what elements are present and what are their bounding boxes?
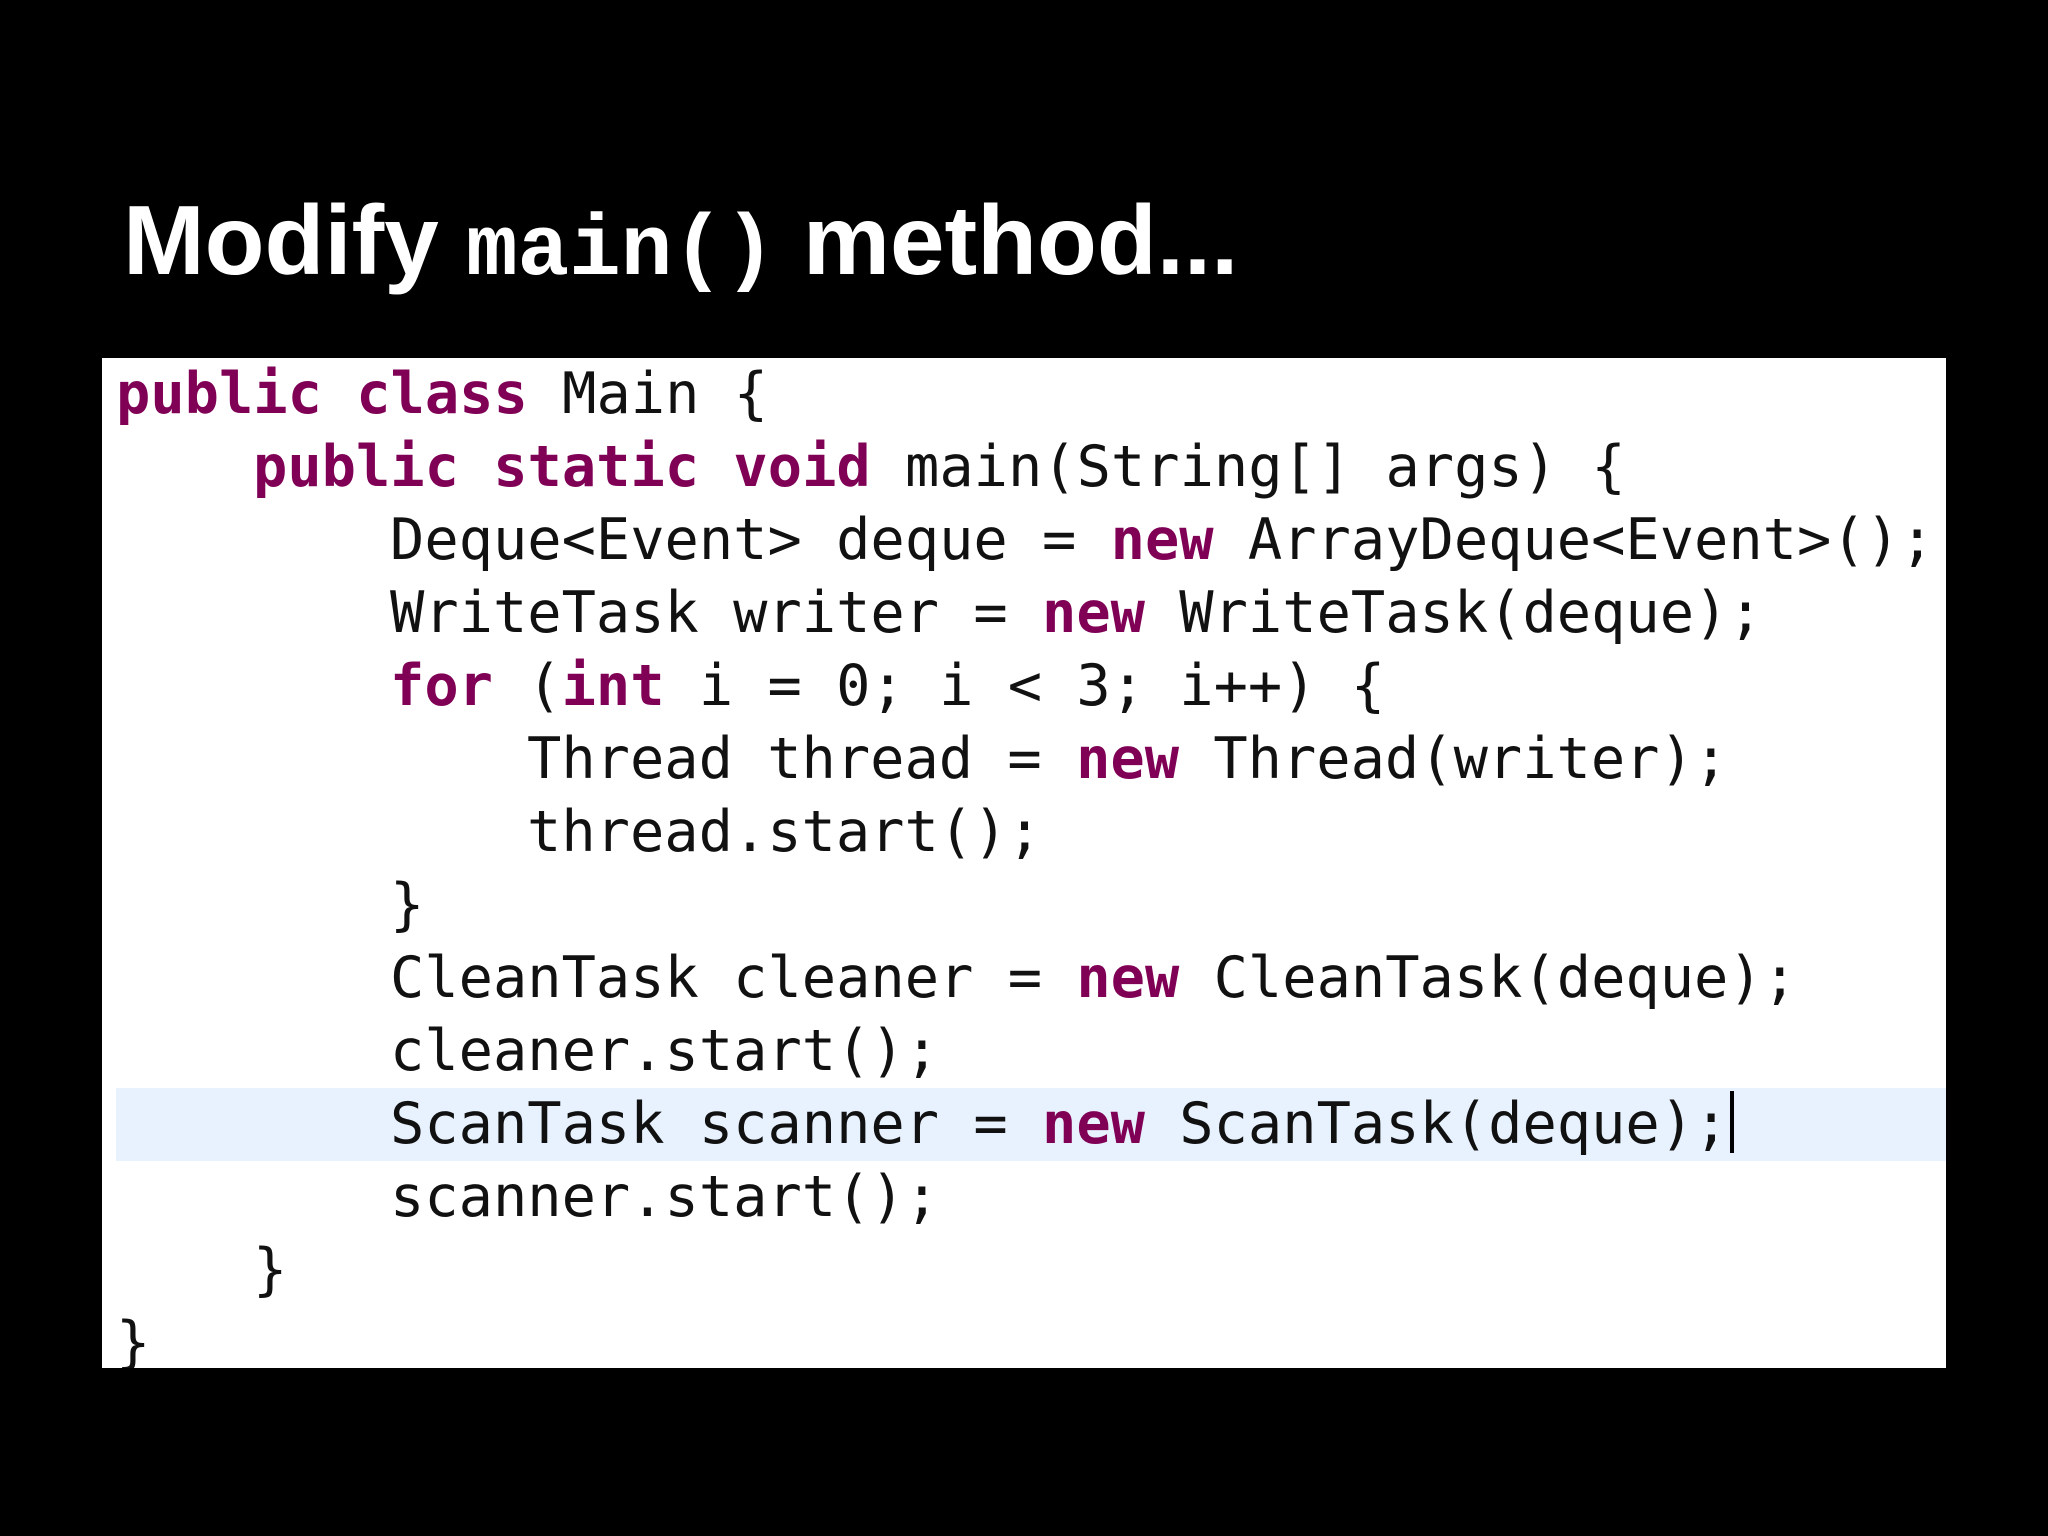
- code-keyword: new: [1042, 1091, 1145, 1157]
- code-token: i = 0; i < 3; i++) {: [664, 653, 1386, 719]
- code-token: ScanTask(deque);: [1144, 1091, 1729, 1157]
- code-text: thread.start();: [527, 796, 1042, 869]
- slide-title: Modify main() method...: [123, 175, 1238, 316]
- code-line[interactable]: Deque<Event> deque = new ArrayDeque<Even…: [102, 504, 1946, 577]
- code-line[interactable]: scanner.start();: [102, 1161, 1946, 1234]
- code-line[interactable]: Thread thread = new Thread(writer);: [102, 723, 1946, 796]
- code-token: }: [116, 1310, 151, 1368]
- title-suffix: method...: [775, 185, 1239, 295]
- code-token: scanner.start();: [390, 1164, 940, 1230]
- code-line[interactable]: CleanTask cleaner = new CleanTask(deque)…: [102, 942, 1946, 1015]
- code-token: CleanTask cleaner =: [390, 945, 1077, 1011]
- code-keyword: new: [1042, 580, 1145, 646]
- code-line[interactable]: }: [102, 1234, 1946, 1307]
- code-text: }: [253, 1234, 287, 1307]
- code-keyword: for: [390, 653, 493, 719]
- title-code: main(): [465, 202, 776, 300]
- code-line[interactable]: }: [102, 1307, 1946, 1368]
- code-keyword: new: [1110, 507, 1214, 573]
- code-token: WriteTask writer =: [390, 580, 1043, 646]
- code-text: scanner.start();: [390, 1161, 939, 1234]
- code-token: (: [492, 653, 562, 719]
- code-keyword: new: [1076, 945, 1180, 1011]
- code-line-current[interactable]: ScanTask scanner = new ScanTask(deque);: [116, 1088, 1946, 1161]
- code-keyword: public class: [116, 361, 528, 427]
- code-token: CleanTask(deque);: [1179, 945, 1798, 1011]
- code-line[interactable]: thread.start();: [102, 796, 1946, 869]
- code-text: public static void main(String[] args) {: [253, 431, 1626, 504]
- code-line[interactable]: }: [102, 869, 1946, 942]
- code-token: }: [390, 872, 425, 938]
- code-token: main(String[] args) {: [870, 434, 1626, 500]
- code-token: ArrayDeque<Event>();: [1213, 507, 1935, 573]
- code-token: cleaner.start();: [390, 1018, 940, 1084]
- code-token: }: [253, 1237, 288, 1303]
- code-text: public class Main {: [116, 358, 768, 431]
- code-text: for (int i = 0; i < 3; i++) {: [390, 650, 1385, 723]
- code-line[interactable]: public static void main(String[] args) {: [102, 431, 1946, 504]
- code-text: cleaner.start();: [390, 1015, 939, 1088]
- code-text: ScanTask scanner = new ScanTask(deque);: [390, 1088, 1735, 1161]
- code-text: Deque<Event> deque = new ArrayDeque<Even…: [390, 504, 1934, 577]
- code-token: Deque<Event> deque =: [390, 507, 1111, 573]
- code-token: ScanTask scanner =: [390, 1091, 1043, 1157]
- code-token: Thread(writer);: [1179, 726, 1729, 792]
- code-token: Main {: [527, 361, 769, 427]
- code-line[interactable]: WriteTask writer = new WriteTask(deque);: [102, 577, 1946, 650]
- title-prefix: Modify: [123, 185, 466, 295]
- code-keyword: new: [1076, 726, 1180, 792]
- text-cursor: [1730, 1091, 1735, 1153]
- code-token: thread.start();: [527, 799, 1042, 865]
- code-text: CleanTask cleaner = new CleanTask(deque)…: [390, 942, 1797, 1015]
- code-text: WriteTask writer = new WriteTask(deque);: [390, 577, 1763, 650]
- code-keyword: public static void: [253, 434, 871, 500]
- code-text: Thread thread = new Thread(writer);: [527, 723, 1728, 796]
- code-keyword: int: [561, 653, 665, 719]
- code-text: }: [390, 869, 424, 942]
- code-line[interactable]: for (int i = 0; i < 3; i++) {: [102, 650, 1946, 723]
- code-text: }: [116, 1307, 150, 1368]
- code-token: Thread thread =: [527, 726, 1077, 792]
- code-editor[interactable]: public class Main {public static void ma…: [102, 358, 1946, 1368]
- code-line[interactable]: public class Main {: [102, 358, 1946, 431]
- code-line[interactable]: cleaner.start();: [102, 1015, 1946, 1088]
- code-token: WriteTask(deque);: [1144, 580, 1763, 646]
